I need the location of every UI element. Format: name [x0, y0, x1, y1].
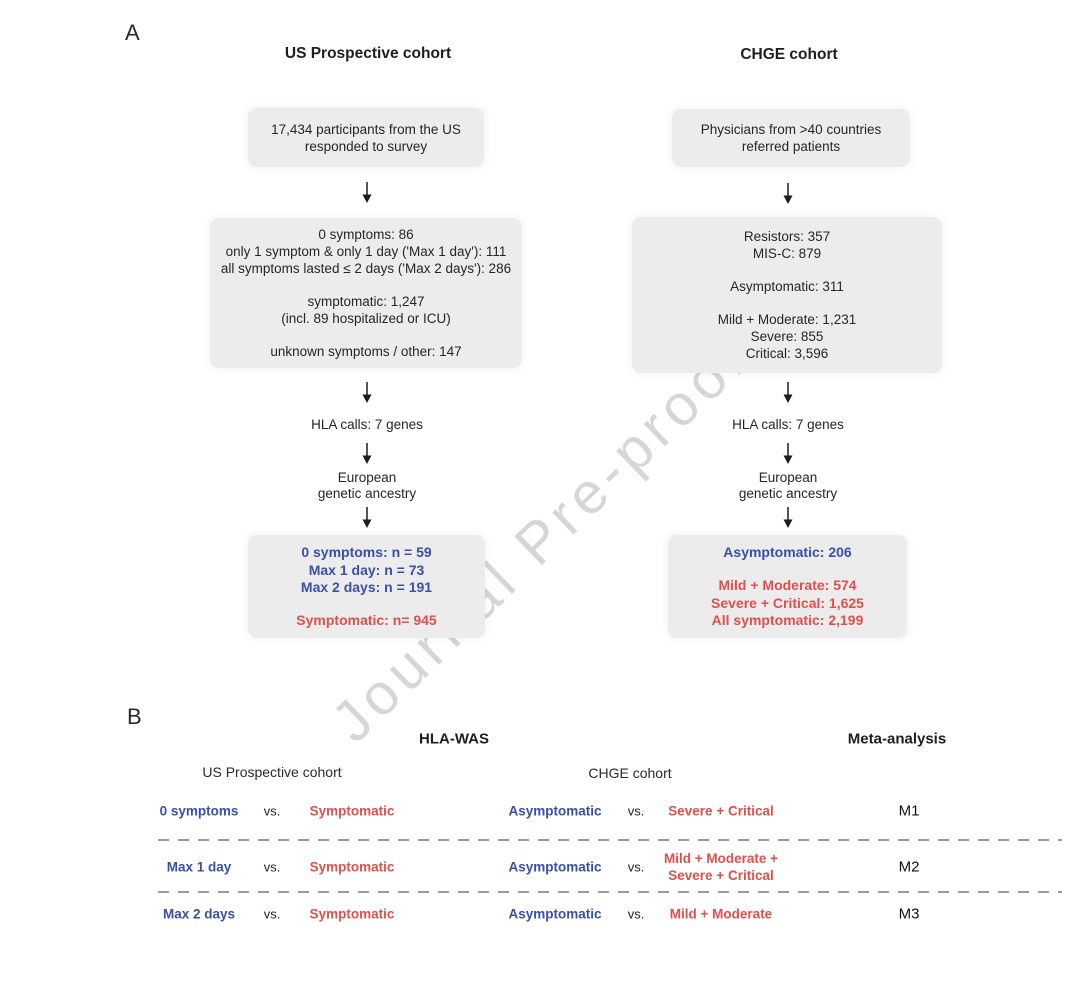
us-ancestry-text: European genetic ancestry: [318, 470, 416, 502]
box-line: 17,434 participants from the US: [271, 121, 461, 137]
chge-cohort-title: CHGE cohort: [740, 46, 838, 63]
box-line: all symptoms lasted ≤ 2 days ('Max 2 day…: [220, 261, 512, 276]
us-comparison-term: Symptomatic: [309, 859, 395, 875]
chge-comparison-term: Asymptomatic: [508, 803, 602, 819]
box-line: 0 symptoms: n = 59: [301, 544, 432, 560]
box-line: Asymptomatic: 311: [730, 279, 844, 294]
us-cohort-subheader: US Prospective cohort: [202, 764, 342, 780]
chge-final-groups-box: Asymptomatic: 206 Mild + Moderate: 574 S…: [668, 535, 907, 638]
box-line: Max 2 days: n = 191: [300, 579, 433, 595]
dashed-divider: [158, 839, 1062, 841]
down-arrow-icon: [783, 183, 793, 204]
down-arrow-icon: [783, 507, 793, 528]
us-comparison-term: Max 2 days: [162, 906, 236, 922]
box-line: 0 symptoms: 86: [318, 227, 414, 242]
box-line: (incl. 89 hospitalized or ICU): [281, 311, 451, 326]
us-comparison-term: Symptomatic: [309, 906, 395, 922]
chge-cohort-subheader: CHGE cohort: [588, 765, 672, 781]
down-arrow-icon: [362, 443, 372, 464]
down-arrow-icon: [362, 507, 372, 528]
us-hla-calls-text: HLA calls: 7 genes: [311, 417, 423, 432]
chge-referrals-box: Physicians from >40 countries referred p…: [672, 109, 910, 167]
us-cohort-title: US Prospective cohort: [284, 45, 452, 62]
box-line: Mild + Moderate: 574: [718, 577, 857, 593]
vs-label: vs.: [627, 906, 645, 922]
us-participants-box: 17,434 participants from the US responde…: [248, 108, 484, 167]
hla-was-header: HLA-WAS: [419, 730, 489, 748]
chge-comparison-term: Severe + Critical: [668, 803, 773, 820]
box-line: Physicians from >40 countries: [700, 122, 882, 137]
term-line: Mild + Moderate: [669, 906, 773, 922]
panel-b-label: B: [127, 704, 142, 729]
box-line: Resistors: 357: [743, 229, 831, 244]
dashed-divider: [158, 891, 1062, 893]
box-line: referred patients: [741, 139, 841, 154]
ancestry-line: European: [758, 470, 818, 485]
box-line: responded to survey: [304, 138, 428, 154]
down-arrow-icon: [362, 382, 372, 403]
down-arrow-icon: [783, 382, 793, 403]
us-comparison-term: 0 symptoms: [159, 803, 239, 819]
chge-hla-calls-text: HLA calls: 7 genes: [732, 417, 844, 432]
meta-label: M1: [898, 802, 920, 820]
chge-comparison-term: Asymptomatic: [508, 859, 602, 875]
us-final-groups-box: 0 symptoms: n = 59 Max 1 day: n = 73 Max…: [248, 535, 485, 638]
meta-label: M3: [898, 905, 920, 923]
term-line: Severe + Critical: [668, 868, 774, 883]
vs-label: vs.: [627, 803, 645, 819]
box-line: Mild + Moderate: 1,231: [717, 312, 857, 327]
meta-label: M2: [898, 858, 920, 876]
box-line: MIS-C: 879: [752, 246, 822, 261]
box-line: symptomatic: 1,247: [307, 294, 425, 309]
box-line: Severe + Critical: 1,625: [711, 594, 864, 611]
chge-comparison-term: Mild + Moderate: [670, 906, 772, 923]
box-line: Critical: 3,596: [745, 346, 829, 361]
vs-label: vs.: [263, 906, 281, 922]
box-line: Symptomatic: n= 945: [296, 611, 437, 628]
panel-a-label: A: [125, 20, 140, 45]
ancestry-line: genetic ancestry: [317, 486, 417, 501]
us-triage-box: 0 symptoms: 86 only 1 symptom & only 1 d…: [210, 218, 522, 368]
box-line: only 1 symptom & only 1 day ('Max 1 day'…: [225, 244, 507, 259]
ancestry-line: European: [337, 470, 397, 485]
box-line: Severe: 855: [750, 329, 824, 344]
meta-analysis-header: Meta-analysis: [847, 730, 947, 748]
chge-comparison-term: Asymptomatic: [508, 906, 602, 922]
ancestry-line: genetic ancestry: [738, 486, 838, 501]
us-comparison-term: Max 1 day: [166, 859, 232, 875]
chge-triage-box: Resistors: 357 MIS-C: 879 Asymptomatic: …: [632, 217, 942, 373]
down-arrow-icon: [362, 182, 372, 203]
vs-label: vs.: [627, 859, 645, 875]
box-line: unknown symptoms / other: 147: [270, 344, 462, 359]
box-line: Asymptomatic: 206: [723, 543, 852, 560]
box-line: Max 1 day: n = 73: [308, 561, 425, 578]
us-comparison-term: Symptomatic: [309, 803, 395, 819]
vs-label: vs.: [263, 803, 281, 819]
box-line: All symptomatic: 2,199: [711, 612, 864, 628]
vs-label: vs.: [263, 859, 281, 875]
term-line: Severe + Critical: [668, 803, 774, 819]
chge-ancestry-text: European genetic ancestry: [739, 470, 837, 502]
term-line: Mild + Moderate +: [663, 851, 779, 866]
chge-comparison-term: Mild + Moderate + Severe + Critical: [664, 850, 778, 884]
down-arrow-icon: [783, 443, 793, 464]
